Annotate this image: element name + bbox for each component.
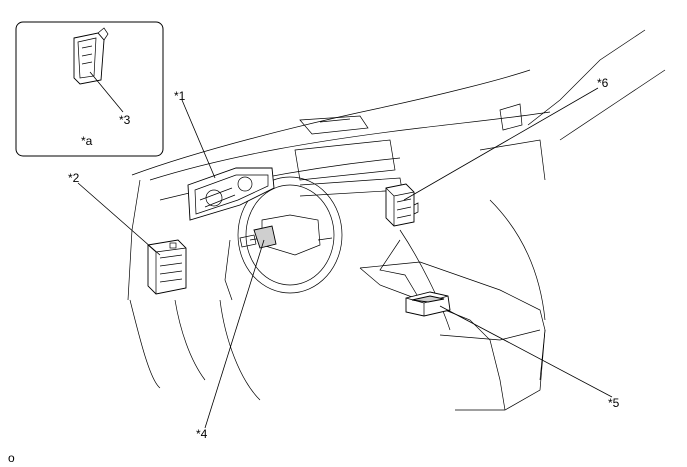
right-ecu-part (385, 183, 419, 227)
steering-wheel (237, 176, 343, 294)
combination-meter-part (187, 167, 275, 221)
callout-label-2: *2 (68, 171, 80, 185)
callout-label-4: *4 (196, 427, 208, 441)
footer-mark: o (8, 451, 15, 465)
inset-module-part (73, 27, 109, 85)
dashboard-outline (127, 29, 666, 401)
callout-label-6: *6 (597, 76, 609, 90)
leader-lines (77, 87, 613, 429)
console-module-part (405, 291, 451, 317)
callout-label-5: *5 (608, 396, 620, 410)
callout-label-1: *1 (174, 89, 186, 103)
left-ecu-part (147, 239, 187, 295)
steering-switch-part (239, 225, 277, 249)
callout-label-3: *3 (119, 113, 131, 127)
inset-panel (15, 21, 164, 157)
center-console (359, 261, 546, 411)
inset-caption: *a (81, 134, 93, 148)
